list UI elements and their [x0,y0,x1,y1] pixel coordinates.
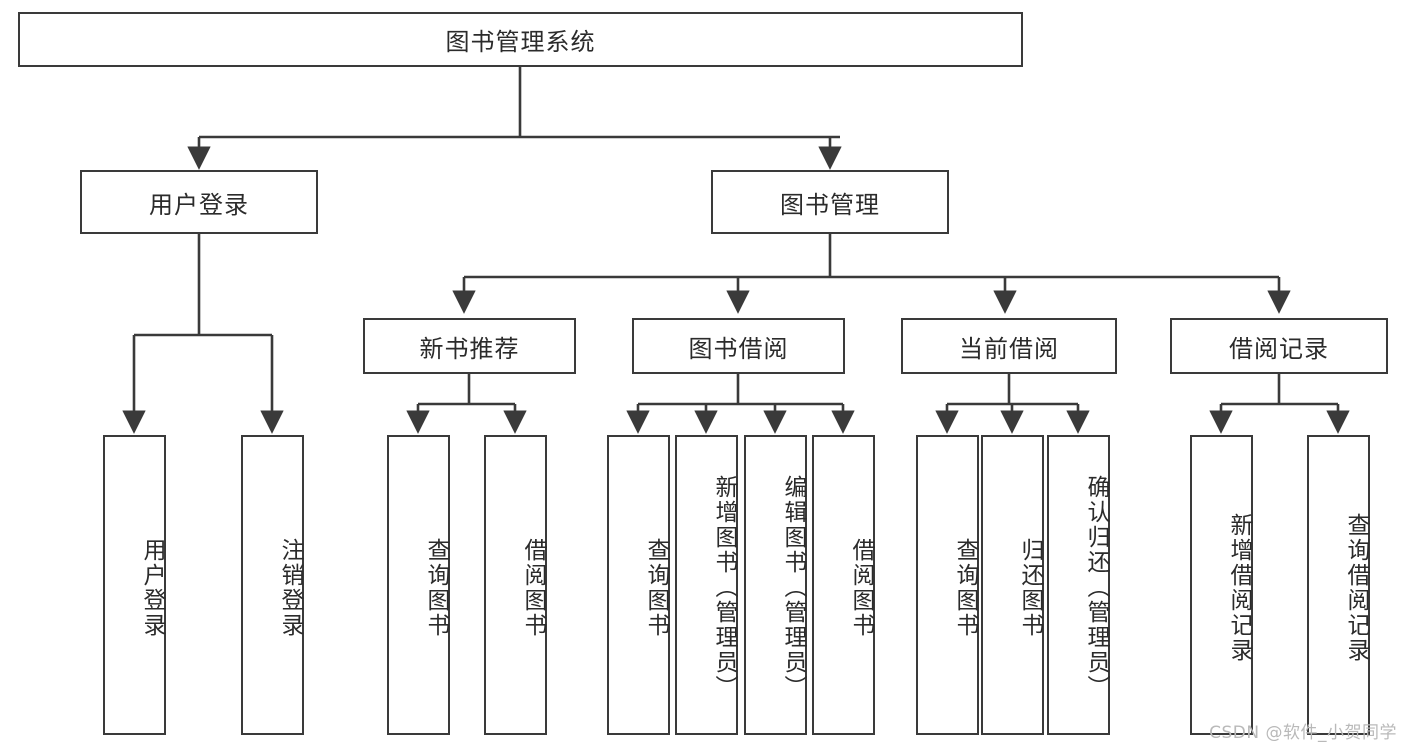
node-leaf-query-book-3-label: 查询图书 [952,538,978,638]
node-borrow-record-label: 借阅记录 [1229,334,1329,363]
node-leaf-edit-book[interactable]: 编辑图书（管理员） [744,435,807,735]
node-leaf-borrow-book-1[interactable]: 借阅图书 [484,435,547,735]
node-user-login-label: 用户登录 [149,190,249,219]
node-leaf-add-book[interactable]: 新增图书（管理员） [675,435,738,735]
node-leaf-query-book-2-label: 查询图书 [643,538,669,638]
node-leaf-return-book-label: 归还图书 [1017,538,1043,638]
node-new-book-recommend[interactable]: 新书推荐 [363,318,576,374]
node-leaf-confirm-return[interactable]: 确认归还（管理员） [1047,435,1110,735]
node-leaf-user-login-label: 用户登录 [139,538,165,638]
node-leaf-borrow-book-1-label: 借阅图书 [520,538,546,638]
node-leaf-edit-book-label: 编辑图书（管理员） [780,474,806,700]
node-book-borrow-label: 图书借阅 [688,334,789,363]
node-leaf-query-book-1-label: 查询图书 [423,538,449,638]
node-user-login[interactable]: 用户登录 [80,170,318,234]
node-leaf-user-login[interactable]: 用户登录 [103,435,166,735]
node-leaf-query-book-1[interactable]: 查询图书 [387,435,450,735]
node-leaf-borrow-book-2[interactable]: 借阅图书 [812,435,875,735]
node-current-borrow[interactable]: 当前借阅 [901,318,1117,374]
node-leaf-return-book[interactable]: 归还图书 [981,435,1044,735]
watermark: CSDN @软件_小贺同学 [1209,723,1397,743]
node-leaf-logout-login-label: 注销登录 [277,538,303,638]
node-root-label: 图书管理系统 [445,28,596,56]
node-book-management-label: 图书管理 [780,190,880,219]
node-leaf-query-record-label: 查询借阅记录 [1343,513,1369,663]
node-leaf-add-record-label: 新增借阅记录 [1226,513,1252,663]
node-leaf-add-book-label: 新增图书（管理员） [711,474,737,700]
node-leaf-logout-login[interactable]: 注销登录 [241,435,304,735]
node-book-management[interactable]: 图书管理 [711,170,949,234]
node-current-borrow-label: 当前借阅 [959,334,1059,363]
node-root[interactable]: 图书管理系统 [18,12,1023,67]
node-leaf-borrow-book-2-label: 借阅图书 [848,538,874,638]
node-leaf-query-record[interactable]: 查询借阅记录 [1307,435,1370,735]
node-leaf-add-record[interactable]: 新增借阅记录 [1190,435,1253,735]
node-new-book-recommend-label: 新书推荐 [419,334,520,363]
node-leaf-query-book-2[interactable]: 查询图书 [607,435,670,735]
node-leaf-confirm-return-label: 确认归还（管理员） [1083,474,1109,700]
node-leaf-query-book-3[interactable]: 查询图书 [916,435,979,735]
node-borrow-record[interactable]: 借阅记录 [1170,318,1388,374]
node-book-borrow[interactable]: 图书借阅 [632,318,845,374]
